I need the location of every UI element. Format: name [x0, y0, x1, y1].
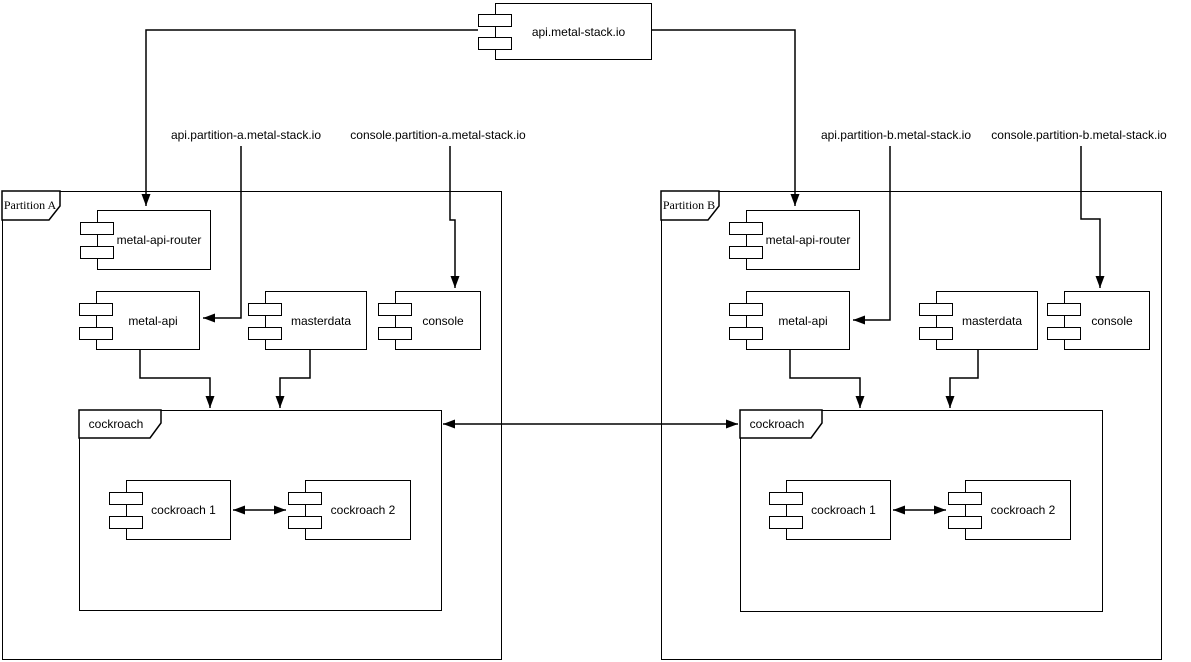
uml-component-icon: [769, 481, 803, 539]
uml-component-icon: [729, 292, 763, 349]
component-metal-api-a[interactable]: metal-api: [79, 291, 200, 350]
dns-label-console-partition-b[interactable]: console.partition-b.metal-stack.io: [991, 128, 1167, 142]
uml-component-icon: [109, 481, 143, 539]
dns-label-api-partition-a[interactable]: api.partition-a.metal-stack.io: [170, 128, 322, 142]
component-cockroach-1-a[interactable]: cockroach 1: [109, 480, 231, 540]
uml-component-icon: [248, 292, 282, 349]
cockroach-group-a[interactable]: [79, 410, 442, 611]
component-console-b[interactable]: console: [1047, 291, 1150, 350]
component-metal-api-b[interactable]: metal-api: [729, 291, 850, 350]
uml-component-icon: [378, 292, 412, 349]
component-label: masterdata: [961, 313, 1023, 328]
component-masterdata-b[interactable]: masterdata: [919, 291, 1038, 350]
component-cockroach-2-a[interactable]: cockroach 2: [288, 480, 411, 540]
component-metal-api-router-b[interactable]: metal-api-router: [729, 210, 860, 270]
component-metal-api-router-a[interactable]: metal-api-router: [80, 210, 211, 270]
uml-component-icon: [478, 4, 512, 59]
component-label: metal-api-router: [765, 233, 851, 247]
uml-component-icon: [79, 292, 113, 349]
cockroach-b-tab-label: cockroach: [749, 417, 805, 431]
component-cockroach-1-b[interactable]: cockroach 1: [769, 480, 891, 540]
partition-b-tab-label: Partition B: [662, 198, 716, 212]
component-label: metal-api-router: [116, 233, 202, 247]
cockroach-group-b[interactable]: [740, 410, 1103, 612]
edge-root-to-router-a: [141, 29, 478, 206]
partition-a-tab-label: Partition A: [3, 198, 57, 212]
uml-component-icon: [288, 481, 322, 539]
component-label: cockroach 2: [330, 503, 396, 517]
component-label: cockroach 1: [811, 503, 876, 517]
component-label: metal-api: [778, 313, 828, 328]
dns-label-console-partition-a[interactable]: console.partition-a.metal-stack.io: [350, 128, 526, 142]
uml-component-icon: [80, 211, 114, 269]
component-api-metal-stack-io[interactable]: api.metal-stack.io: [478, 3, 652, 60]
component-console-a[interactable]: console: [378, 291, 481, 350]
component-label: console: [422, 313, 464, 328]
component-label: metal-api: [128, 313, 178, 328]
uml-component-icon: [1047, 292, 1081, 349]
edge-root-to-router-b: [652, 29, 800, 206]
component-label: console: [1091, 313, 1133, 328]
component-masterdata-a[interactable]: masterdata: [248, 291, 367, 350]
uml-component-icon: [919, 292, 953, 349]
component-label: cockroach 1: [151, 503, 216, 517]
cockroach-a-tab-label: cockroach: [88, 417, 144, 431]
uml-component-icon: [948, 481, 982, 539]
component-label: cockroach 2: [990, 503, 1056, 517]
component-cockroach-2-b[interactable]: cockroach 2: [948, 480, 1071, 540]
uml-component-icon: [729, 211, 763, 269]
component-label: masterdata: [290, 313, 352, 328]
component-label: api.metal-stack.io: [531, 24, 626, 39]
dns-label-api-partition-b[interactable]: api.partition-b.metal-stack.io: [820, 128, 972, 142]
